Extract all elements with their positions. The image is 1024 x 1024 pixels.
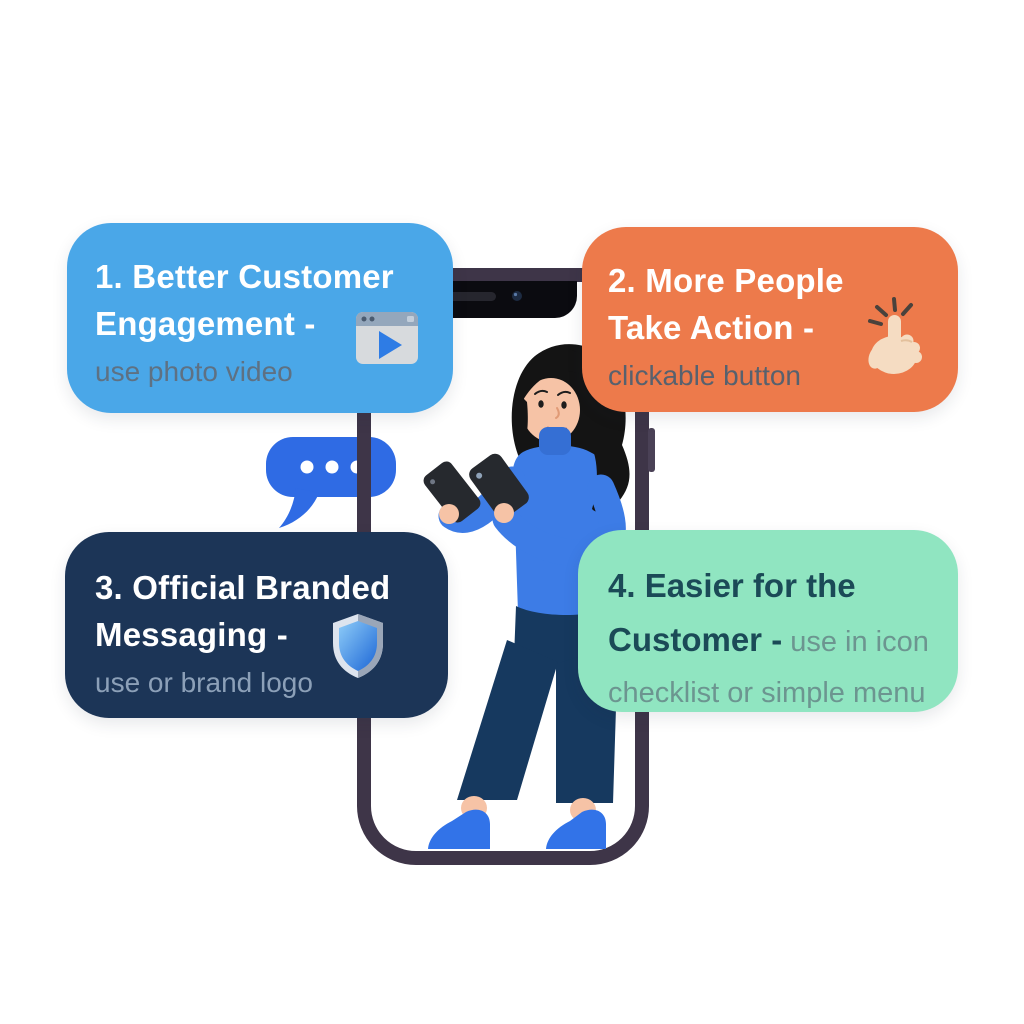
handheld-phone-left	[423, 461, 481, 523]
phone-camera	[512, 291, 522, 301]
card-2-title: 2. More People Take Action -	[608, 257, 958, 351]
card-1-title-line1: 1. Better Customer	[95, 258, 394, 295]
phone-side-button	[648, 428, 655, 472]
card-4-title-line2-rest: use in icon	[782, 626, 929, 658]
card-3-subtitle: use or brand logo	[95, 667, 313, 698]
benefit-card-4: 4. Easier for the Customer - use in icon…	[578, 530, 958, 712]
card-4-subtitle: checklist or simple menu	[608, 677, 926, 709]
benefit-card-2: 2. More People Take Action - clickable b…	[582, 227, 958, 412]
card-2-title-line2: Take Action -	[608, 309, 815, 346]
click-hand-icon	[868, 297, 922, 374]
shield-icon	[333, 614, 383, 678]
card-2-subtitle: clickable button	[608, 360, 802, 391]
card-2-title-line1: 2. More People	[608, 262, 844, 299]
handheld-phone-right	[469, 453, 529, 519]
card-3-title-line2: Messaging -	[95, 616, 288, 653]
card-3-title: 3. Official Branded Messaging -	[95, 564, 448, 658]
card-4-title-line2: Customer - use in icon	[608, 616, 958, 670]
card-1-title-line2: Engagement -	[95, 305, 316, 342]
card-4-title-line2-bold: Customer -	[608, 621, 783, 658]
chat-bubble-icon	[266, 437, 396, 528]
card-1-title: 1. Better Customer Engagement -	[95, 253, 453, 347]
card-1-subtitle: use photo video	[95, 356, 293, 387]
benefit-card-3: 3. Official Branded Messaging - use or b…	[65, 532, 448, 718]
card-4-title-line1: 4. Easier for the	[608, 567, 856, 604]
video-player-icon	[356, 312, 418, 364]
card-3-title-line1: 3. Official Branded	[95, 569, 391, 606]
benefit-card-1: 1. Better Customer Engagement - use phot…	[67, 223, 453, 413]
